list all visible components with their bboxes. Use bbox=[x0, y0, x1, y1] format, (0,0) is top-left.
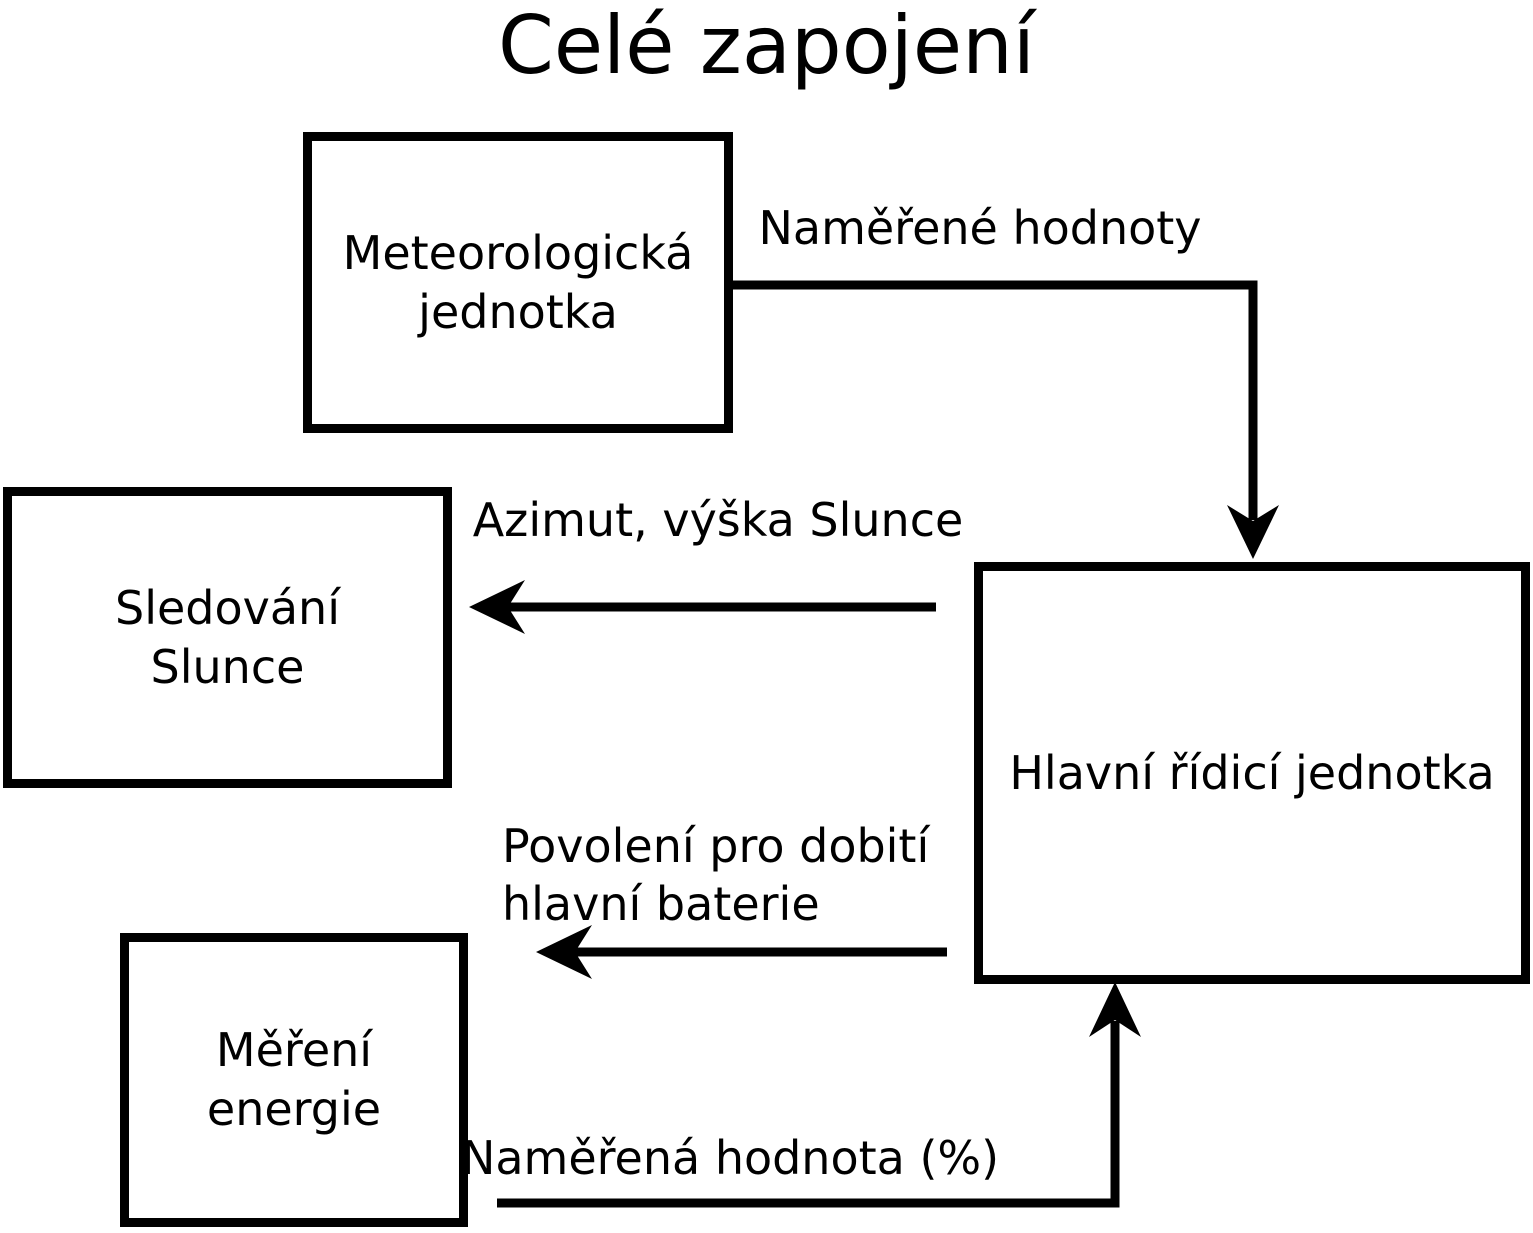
edge-label-charge-permission: Povolení pro dobití hlavní baterie bbox=[502, 819, 930, 931]
arrow-azimuth-sun-height bbox=[469, 580, 936, 634]
box-meteorological-unit-label: Meteorologická jednotka bbox=[342, 225, 694, 339]
arrow-measured-percent bbox=[497, 982, 1141, 1208]
arrow-charge-permission bbox=[536, 925, 947, 979]
box-energy-measurement-label: Měření energie bbox=[206, 1023, 382, 1136]
box-sun-tracking-label: Sledování Slunce bbox=[115, 580, 340, 694]
edge-label-measured-values: Naměřené hodnoty bbox=[758, 201, 1202, 255]
arrow-measured-values bbox=[731, 280, 1279, 559]
box-main-control-unit-label: Hlavní řídicí jednotka bbox=[1009, 745, 1495, 800]
edge-label-azimuth-sun-height: Azimut, výška Slunce bbox=[472, 493, 964, 547]
box-energy-measurement: Měření energie bbox=[120, 933, 468, 1227]
box-meteorological-unit: Meteorologická jednotka bbox=[303, 132, 733, 433]
edge-label-measured-percent: Naměřená hodnota (%) bbox=[460, 1131, 1000, 1185]
page-title: Celé zapojení bbox=[497, 0, 1036, 92]
box-sun-tracking: Sledování Slunce bbox=[3, 487, 452, 788]
box-main-control-unit: Hlavní řídicí jednotka bbox=[974, 562, 1530, 984]
